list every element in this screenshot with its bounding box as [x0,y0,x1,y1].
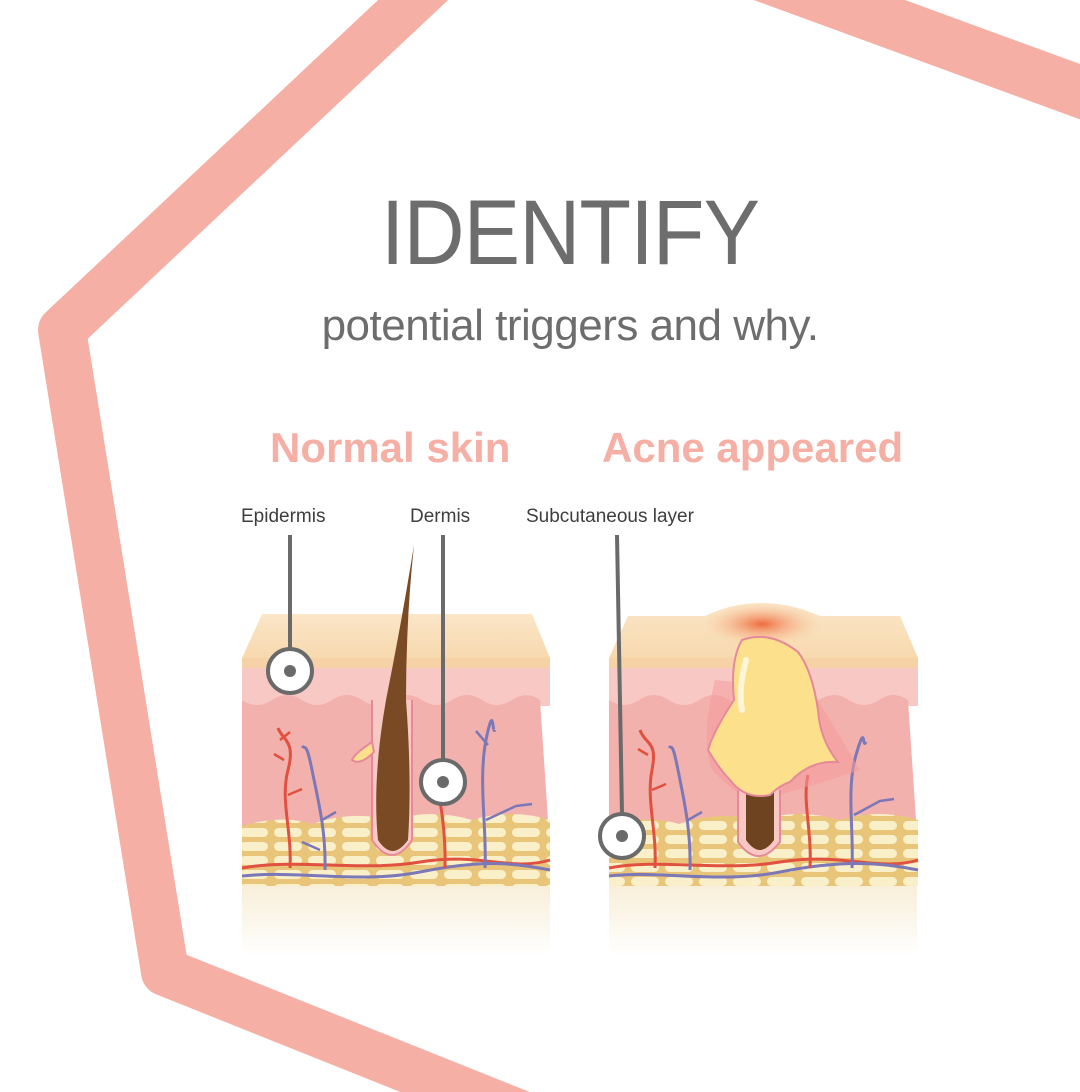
label-dermis: Dermis [410,506,471,527]
label-epidermis: Epidermis [241,506,326,527]
page-subtitle: potential triggers and why. [321,301,819,350]
acne-skin-illustration [598,534,919,956]
normal-skin-illustration [241,535,551,956]
panel-title-acne-appeared: Acne appeared [602,424,904,471]
page-title: IDENTIFY [380,182,760,284]
panel-title-normal-skin: Normal skin [270,424,511,471]
label-subcutaneous-layer: Subcutaneous layer [526,506,694,527]
